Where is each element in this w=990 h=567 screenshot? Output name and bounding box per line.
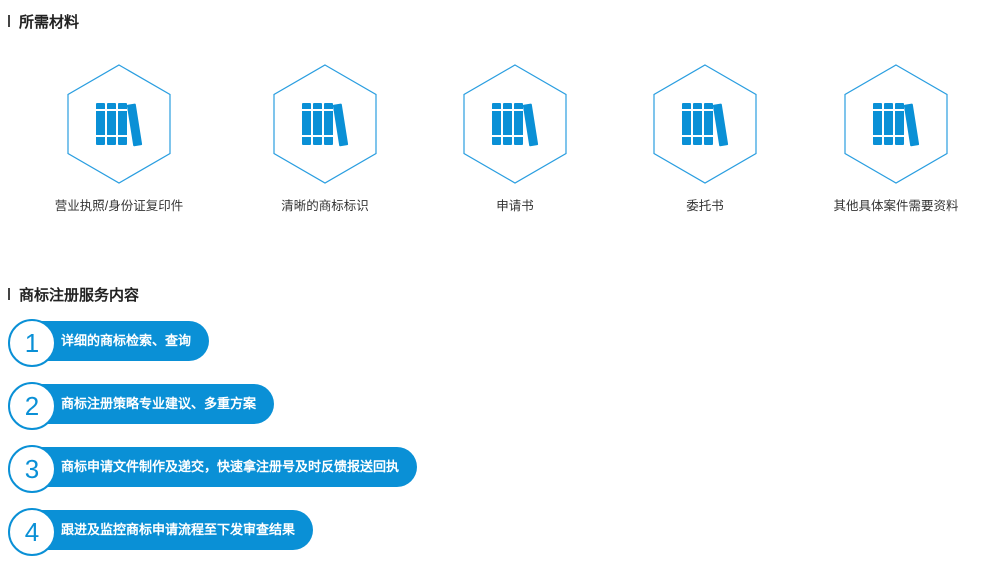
services-section-title: 商标注册服务内容 [8, 283, 139, 305]
material-item-power-of-attorney: 委托书 [625, 64, 785, 214]
material-item-application: 申请书 [435, 64, 595, 214]
step-text: 商标注册策略专业建议、多重方案 [28, 384, 275, 424]
material-label: 清晰的商标标识 [281, 199, 369, 213]
material-label: 其他具体案件需要资料 [833, 199, 959, 213]
step-number-badge: 4 [8, 508, 56, 556]
step-number-badge: 2 [8, 382, 56, 430]
material-item-trademark-logo: 清晰的商标标识 [245, 64, 405, 214]
books-icon [463, 64, 567, 184]
step-text: 详细的商标检索、查询 [28, 321, 210, 361]
books-icon [844, 64, 948, 184]
step-text: 商标申请文件制作及递交，快速拿注册号及时反馈报送回执 [28, 447, 418, 487]
material-label: 申请书 [496, 199, 534, 213]
material-item-other-documents: 其他具体案件需要资料 [816, 64, 976, 214]
books-icon [273, 64, 377, 184]
books-icon [67, 64, 171, 184]
step-number-badge: 3 [8, 445, 56, 493]
material-item-business-license: 营业执照/身份证复印件 [39, 64, 199, 214]
title-bar-decoration [8, 288, 10, 300]
step-text: 跟进及监控商标申请流程至下发审查结果 [28, 510, 314, 550]
services-title-text: 商标注册服务内容 [19, 286, 140, 304]
title-bar-decoration [8, 15, 10, 27]
materials-title-text: 所需材料 [19, 13, 80, 31]
books-icon [653, 64, 757, 184]
materials-section-title: 所需材料 [8, 10, 79, 32]
material-label: 营业执照/身份证复印件 [54, 199, 184, 213]
step-number-badge: 1 [8, 319, 56, 367]
material-label: 委托书 [686, 199, 724, 213]
